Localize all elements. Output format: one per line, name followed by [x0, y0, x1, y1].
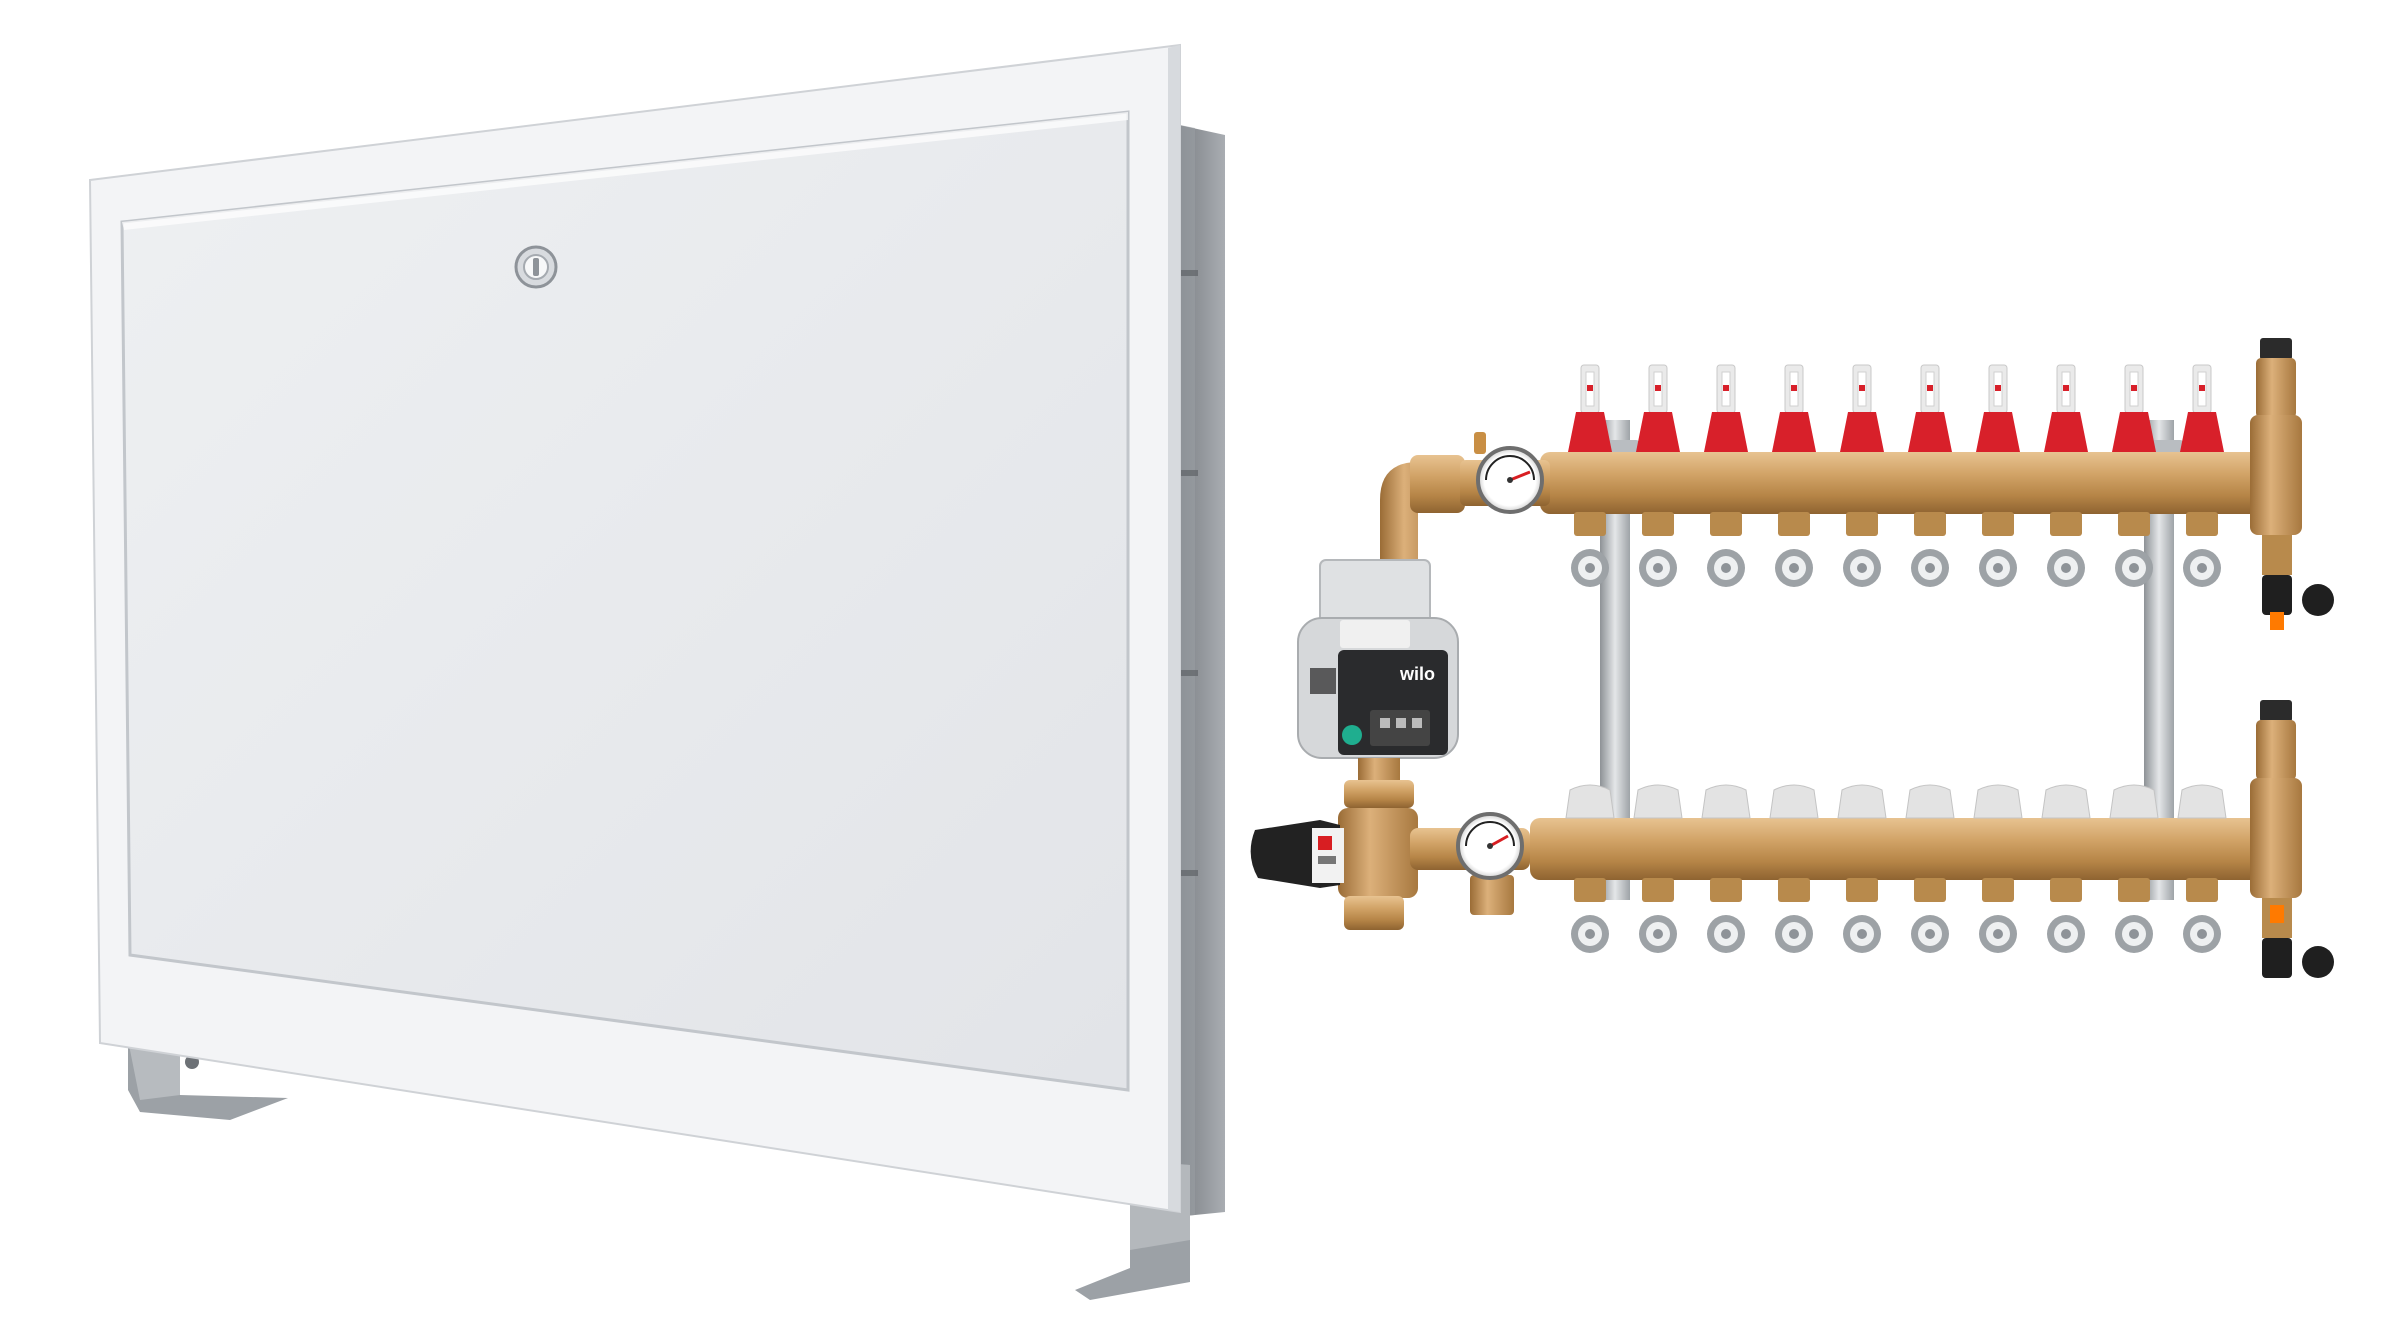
supply-outlet-fitting: [1639, 512, 1677, 587]
return-outlet-fitting: [2183, 878, 2221, 953]
return-outlet-fitting: [1775, 878, 1813, 953]
supply-outlet-fitting: [1911, 512, 1949, 587]
return-outlet-fitting: [1979, 878, 2017, 953]
return-valve-cap[interactable]: [1565, 784, 1615, 819]
return-outlet-fitting: [1707, 878, 1745, 953]
return-valve-cap[interactable]: [1769, 784, 1819, 819]
return-outlet-fitting: [1843, 878, 1881, 953]
return-valve-cap[interactable]: [1701, 784, 1751, 819]
supply-elbow-pipe: [1380, 455, 1465, 590]
flowmeter-valve[interactable]: [1704, 364, 1748, 452]
supply-outlet-fitting: [2115, 512, 2153, 587]
manifold-assembly: wilo: [1250, 338, 2334, 978]
supply-outlet-fitting: [1979, 512, 2017, 587]
pump-brand-label: wilo: [1399, 664, 1435, 684]
return-valve-cap[interactable]: [1905, 784, 1955, 819]
flowmeter-valve[interactable]: [2044, 364, 2088, 452]
return-thermometer-icon: [1456, 812, 1524, 880]
return-valve-cap[interactable]: [1837, 784, 1887, 819]
mixing-valve: [1250, 808, 1418, 930]
cabinet: [88, 43, 1225, 1300]
cabinet-door[interactable]: [120, 110, 1130, 1092]
cabinet-lock-icon[interactable]: [514, 245, 558, 289]
return-manifold-bar: [1530, 818, 2260, 880]
supply-manifold-bar: [1540, 452, 2260, 514]
flowmeter-valve[interactable]: [2112, 364, 2156, 452]
return-air-vent: [2250, 700, 2334, 978]
flowmeter-valve[interactable]: [1976, 364, 2020, 452]
return-valve-cap[interactable]: [2177, 784, 2227, 819]
flowmeter-valve[interactable]: [1908, 364, 1952, 452]
supply-outlet-fitting: [2047, 512, 2085, 587]
return-outlet-fitting: [1639, 878, 1677, 953]
return-outlet-fitting: [1911, 878, 1949, 953]
supply-outlet-fitting: [1775, 512, 1813, 587]
return-valve-cap[interactable]: [1973, 784, 2023, 819]
return-outlet-fitting: [2115, 878, 2153, 953]
circulation-pump: wilo: [1297, 559, 1459, 759]
return-valve-cap[interactable]: [1633, 784, 1683, 819]
flowmeter-valve[interactable]: [1636, 364, 1680, 452]
return-outlet-fitting: [2047, 878, 2085, 953]
pump-control-knob[interactable]: [1342, 725, 1362, 745]
supply-outlet-fitting: [1571, 512, 1609, 587]
supply-air-vent: [2250, 338, 2334, 630]
return-valve-cap[interactable]: [2109, 784, 2159, 819]
return-outlet-fitting: [1571, 878, 1609, 953]
return-valve-cap[interactable]: [2041, 784, 2091, 819]
flowmeter-valve[interactable]: [1772, 364, 1816, 452]
flowmeter-valve[interactable]: [1568, 364, 1612, 452]
flowmeter-valve[interactable]: [1840, 364, 1884, 452]
supply-outlet-fitting: [1843, 512, 1881, 587]
supply-thermometer-icon: [1476, 446, 1544, 514]
flowmeter-valve[interactable]: [2180, 364, 2224, 452]
supply-outlet-fitting: [1707, 512, 1745, 587]
supply-outlet-fitting: [2183, 512, 2221, 587]
